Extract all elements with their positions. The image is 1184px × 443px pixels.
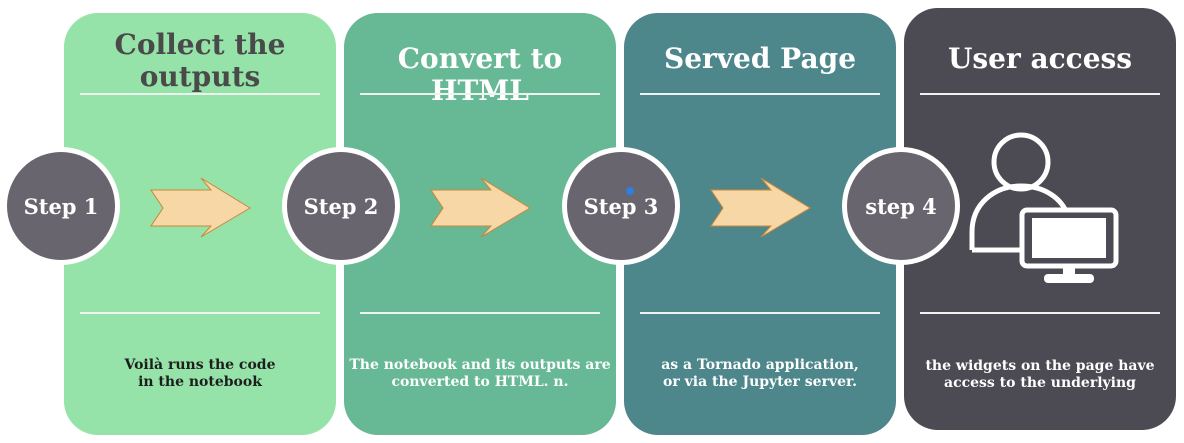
step-3-title: Served Page bbox=[663, 42, 857, 75]
top-divider bbox=[640, 93, 880, 95]
step-4-description: the widgets on the page have access to t… bbox=[904, 358, 1176, 392]
top-divider bbox=[920, 93, 1160, 95]
bottom-divider bbox=[80, 312, 320, 314]
description-line: or via the Jupyter server. bbox=[663, 374, 857, 390]
bottom-divider bbox=[920, 312, 1160, 314]
description-line: The notebook and its outputs are bbox=[349, 357, 611, 373]
step-1-badge: Step 1 bbox=[2, 147, 120, 265]
cursor-dot bbox=[626, 187, 634, 195]
description-line: in the notebook bbox=[138, 374, 262, 390]
step-2-title: Convert to HTML bbox=[397, 42, 563, 107]
step-2-description: The notebook and its outputs are convert… bbox=[344, 357, 616, 391]
top-divider bbox=[80, 93, 320, 95]
step-4-title: User access bbox=[947, 42, 1133, 75]
step-3-description: as a Tornado application, or via the Jup… bbox=[624, 357, 896, 391]
bottom-divider bbox=[640, 312, 880, 314]
right-arrow-icon bbox=[710, 177, 811, 238]
right-arrow-icon bbox=[150, 177, 251, 238]
user-at-computer-icon bbox=[969, 132, 1119, 283]
description-line: converted to HTML. n. bbox=[391, 374, 569, 390]
step-2-badge: Step 2 bbox=[282, 147, 400, 265]
description-line: as a Tornado application, bbox=[661, 357, 859, 373]
top-divider bbox=[360, 93, 600, 95]
right-arrow-icon bbox=[430, 177, 531, 238]
description-line: Voilà runs the code bbox=[124, 357, 276, 373]
step-1-description: Voilà runs the code in the notebook bbox=[64, 357, 336, 391]
step-1-title: Collect the outputs bbox=[114, 28, 286, 93]
description-line: the widgets on the page have bbox=[925, 358, 1155, 374]
bottom-divider bbox=[360, 312, 600, 314]
step-4-badge: step 4 bbox=[842, 147, 960, 265]
step-3-badge: Step 3 bbox=[562, 147, 680, 265]
description-line: access to the underlying bbox=[944, 375, 1136, 391]
